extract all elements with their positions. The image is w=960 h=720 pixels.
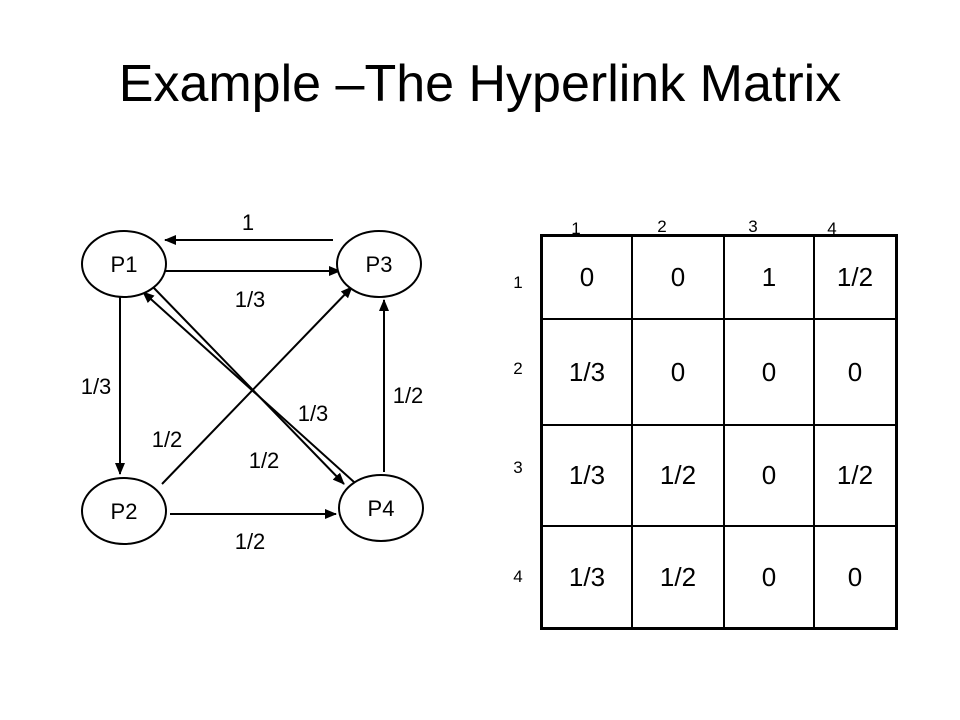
node-p1: P1	[81, 230, 167, 298]
matrix-cell: 1/2	[815, 426, 895, 527]
edge-label-p1-to-p2: 1/3	[81, 374, 112, 399]
matrix-cell: 0	[815, 320, 895, 426]
matrix-cell: 0	[725, 320, 815, 426]
matrix-cell: 0	[543, 237, 633, 320]
edge-p1-to-p4	[151, 285, 345, 485]
edge-label-p1-to-p3: 1/3	[235, 287, 266, 312]
matrix-col-header: 4	[827, 219, 837, 238]
edge-label-p2-to-p4: 1/2	[235, 529, 266, 554]
edge-p4-to-p1	[142, 291, 355, 483]
matrix-col-header: 3	[748, 217, 758, 236]
matrix-cell: 1/3	[543, 426, 633, 527]
matrix-cell: 1/2	[633, 426, 725, 527]
matrix-row-header: 1	[513, 273, 523, 292]
matrix-row-header: 4	[513, 567, 523, 586]
node-label-p1: P1	[111, 252, 138, 277]
matrix-col-header: 1	[571, 219, 581, 238]
matrix-cell: 1/2	[633, 527, 725, 627]
node-label-p2: P2	[111, 499, 138, 524]
node-label-p3: P3	[366, 252, 393, 277]
edge-p2-to-p3	[161, 286, 353, 485]
edge-label-p4-to-p3: 1/2	[393, 383, 424, 408]
matrix-cell: 0	[725, 527, 815, 627]
matrix-cell: 0	[847, 561, 863, 592]
edge-label-p1-to-p4: 1/3	[298, 401, 329, 426]
matrix-cell: 0	[633, 320, 725, 426]
matrix-cell: 1/3	[543, 320, 633, 426]
node-p3: P3	[336, 230, 422, 298]
matrix-cell: 1/2	[815, 237, 895, 320]
matrix-cell: 0	[633, 237, 725, 320]
edge-label-p4-to-p1: 1/2	[249, 448, 280, 473]
matrix-col-header: 2	[657, 217, 667, 236]
node-p2: P2	[81, 477, 167, 545]
matrix-cell: 1/3	[543, 527, 633, 627]
edge-label-p2-to-p3: 1/2	[152, 427, 183, 452]
matrix-cell: 1	[725, 237, 815, 320]
matrix-cell: 0	[725, 426, 815, 527]
node-label-p4: P4	[368, 496, 395, 521]
edge-label-p3-to-p1: 1	[242, 210, 254, 235]
slide-title: Example –The Hyperlink Matrix	[118, 55, 842, 113]
node-p4: P4	[338, 474, 424, 542]
matrix-row-header: 3	[513, 458, 523, 477]
matrix-row-header: 2	[513, 359, 523, 378]
